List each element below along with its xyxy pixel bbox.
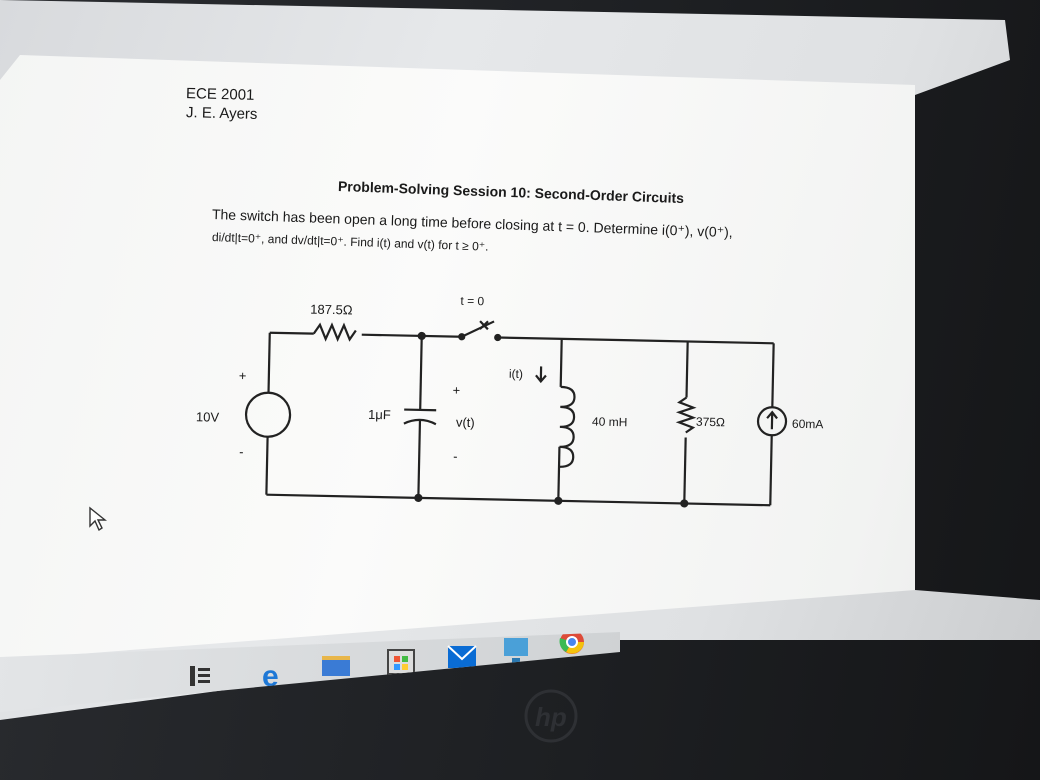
wire-bottom xyxy=(266,493,771,507)
junction-dot xyxy=(417,331,426,341)
wire-top-left xyxy=(269,331,314,335)
junction-dot xyxy=(414,493,423,502)
parallel-resistor-label: 375Ω xyxy=(696,415,725,430)
store-icon[interactable] xyxy=(387,649,415,675)
wire-cap-bottom xyxy=(417,419,422,498)
edge-icon[interactable]: e xyxy=(262,660,279,693)
wire-ind-top xyxy=(559,338,563,387)
mail-icon[interactable] xyxy=(447,645,477,668)
capacitor-label: 1μF xyxy=(368,407,391,422)
file-explorer-icon[interactable] xyxy=(322,656,350,676)
inductor-label: 40 mH xyxy=(592,415,628,430)
hp-logo-icon: hp xyxy=(524,689,578,743)
wire-res-top xyxy=(685,341,689,398)
wire-top-mid xyxy=(361,333,462,338)
hp-logo-text: hp xyxy=(535,702,567,732)
source-plus-label: + xyxy=(239,368,247,383)
cap-minus-label: - xyxy=(453,449,458,464)
switch-label: t = 0 xyxy=(460,294,484,308)
cap-plus-label: + xyxy=(452,383,460,398)
mouse-cursor-icon xyxy=(89,506,107,532)
resistor-parallel xyxy=(675,396,697,434)
wire-left-bottom xyxy=(265,436,269,495)
series-resistor-label: 187.5Ω xyxy=(310,302,353,318)
wire-cap-top xyxy=(419,335,423,410)
current-label: i(t) xyxy=(509,367,523,381)
wire-left-top xyxy=(267,332,271,393)
svg-text:e: e xyxy=(262,660,279,693)
network-icon[interactable] xyxy=(504,638,528,664)
wire-cs-top xyxy=(771,343,775,408)
cap-voltage-label: v(t) xyxy=(456,415,475,430)
wire-ind-bottom xyxy=(557,446,561,501)
voltage-source xyxy=(244,391,292,438)
junction-dot xyxy=(554,496,563,505)
resistor-series xyxy=(312,322,357,342)
taskview-icon[interactable] xyxy=(190,666,210,686)
switch-pivot xyxy=(458,333,466,341)
source-minus-label: - xyxy=(239,444,244,459)
junction-dot xyxy=(680,499,689,508)
current-arrow-icon xyxy=(535,366,547,384)
current-source-label: 60mA xyxy=(792,417,824,432)
chrome-icon[interactable] xyxy=(559,632,584,654)
wire-cs-bottom xyxy=(769,435,773,506)
source-voltage-label: 10V xyxy=(196,409,220,424)
wire-res-bottom xyxy=(683,437,687,504)
wire-top-right xyxy=(497,336,774,345)
capacitor-plate-top xyxy=(404,408,437,412)
current-source-arrow xyxy=(766,410,778,430)
switch-blade xyxy=(461,320,495,338)
switch-mark xyxy=(479,320,489,331)
inductor-coil xyxy=(559,385,576,468)
